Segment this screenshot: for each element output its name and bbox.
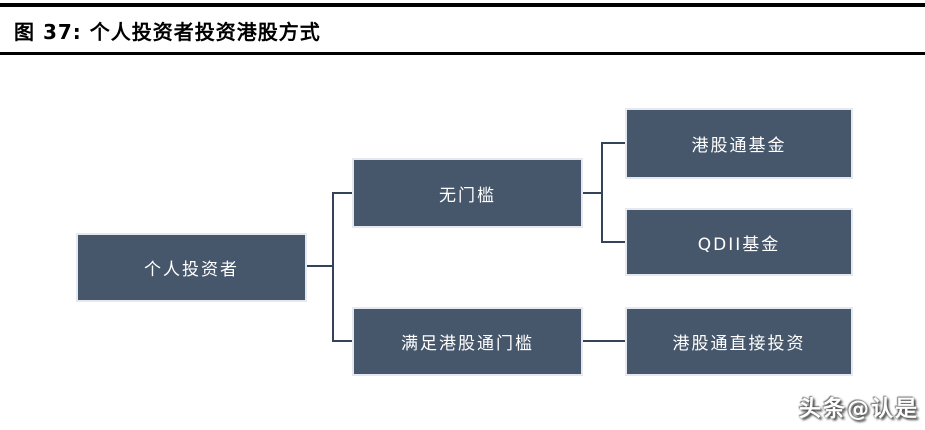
node-label: QDII基金 bbox=[697, 234, 781, 255]
edge-trunk2-to-qdii-fund bbox=[601, 241, 626, 243]
top-rule bbox=[0, 3, 925, 7]
node-individual-investor: 个人投资者 bbox=[76, 233, 307, 302]
node-label: 港股通基金 bbox=[691, 136, 787, 156]
node-label: 港股通直接投资 bbox=[672, 334, 806, 354]
title-underline-rule bbox=[0, 52, 925, 55]
edge-no-threshold-trunk2 bbox=[582, 192, 603, 194]
edge-trunk2-to-hkconnect-fund bbox=[601, 142, 626, 144]
node-meet-hkconnect-threshold: 满足港股通门槛 bbox=[352, 307, 583, 376]
node-label: 无门槛 bbox=[439, 185, 496, 206]
node-qdii-fund: QDII基金 bbox=[625, 208, 853, 276]
edge-trunk2-vertical bbox=[601, 142, 603, 243]
edge-trunk-to-no-threshold bbox=[332, 192, 353, 194]
watermark-toutiao: 头条@认是 bbox=[798, 397, 919, 422]
edge-investor-trunk bbox=[306, 265, 333, 267]
node-label: 满足港股通门槛 bbox=[401, 334, 534, 354]
edge-trunk-vertical bbox=[332, 192, 334, 342]
node-hkconnect-direct-invest: 港股通直接投资 bbox=[625, 307, 853, 376]
node-no-threshold: 无门槛 bbox=[352, 158, 583, 228]
figure-title: 图 37: 个人投资者投资港股方式 bbox=[14, 20, 321, 44]
edge-meet-threshold-to-direct bbox=[582, 340, 626, 342]
edge-trunk-to-meet-threshold bbox=[332, 340, 353, 342]
node-label: 个人投资者 bbox=[144, 260, 239, 280]
node-hkconnect-fund: 港股通基金 bbox=[625, 108, 853, 179]
